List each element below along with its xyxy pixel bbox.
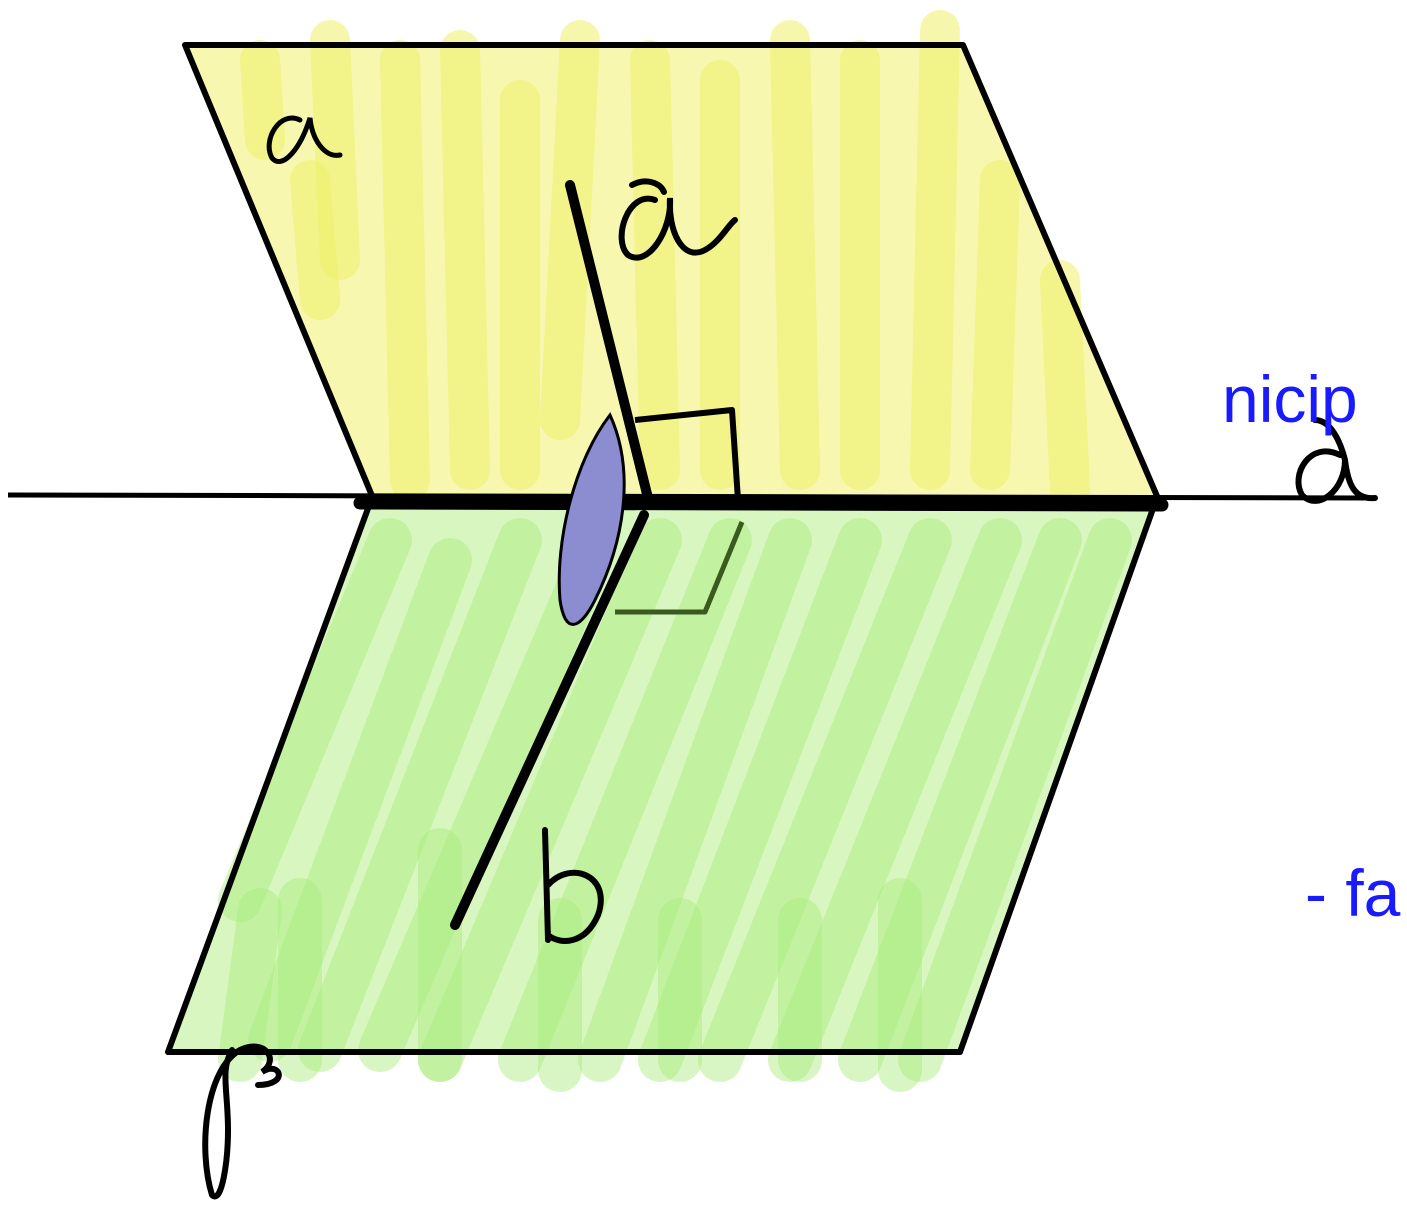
plane-beta-fill bbox=[168, 503, 1155, 1052]
right-angle-marker-beta bbox=[615, 521, 745, 615]
label-b-glyph bbox=[542, 827, 604, 944]
edge-segment-bold bbox=[353, 496, 1169, 512]
line-b bbox=[450, 510, 649, 930]
plane-beta-outline bbox=[165, 501, 1158, 1055]
plane-beta-hatching bbox=[218, 518, 1132, 1092]
dihedral-angle-shading bbox=[557, 412, 626, 626]
typed-text-line-1: nicip bbox=[1222, 362, 1358, 436]
plane-alpha-hatching bbox=[240, 10, 1090, 510]
plane-alpha-outline bbox=[182, 42, 1163, 505]
right-angle-marker-alpha bbox=[634, 407, 741, 501]
line-a bbox=[565, 180, 653, 503]
label-beta-glyph bbox=[202, 1043, 282, 1200]
label-alpha-glyph bbox=[266, 115, 343, 164]
edge-line-d bbox=[7, 492, 1366, 501]
label-a-glyph bbox=[618, 178, 738, 261]
label-d-glyph bbox=[1295, 417, 1378, 504]
typed-text-line-2: - fa bbox=[1305, 856, 1401, 930]
